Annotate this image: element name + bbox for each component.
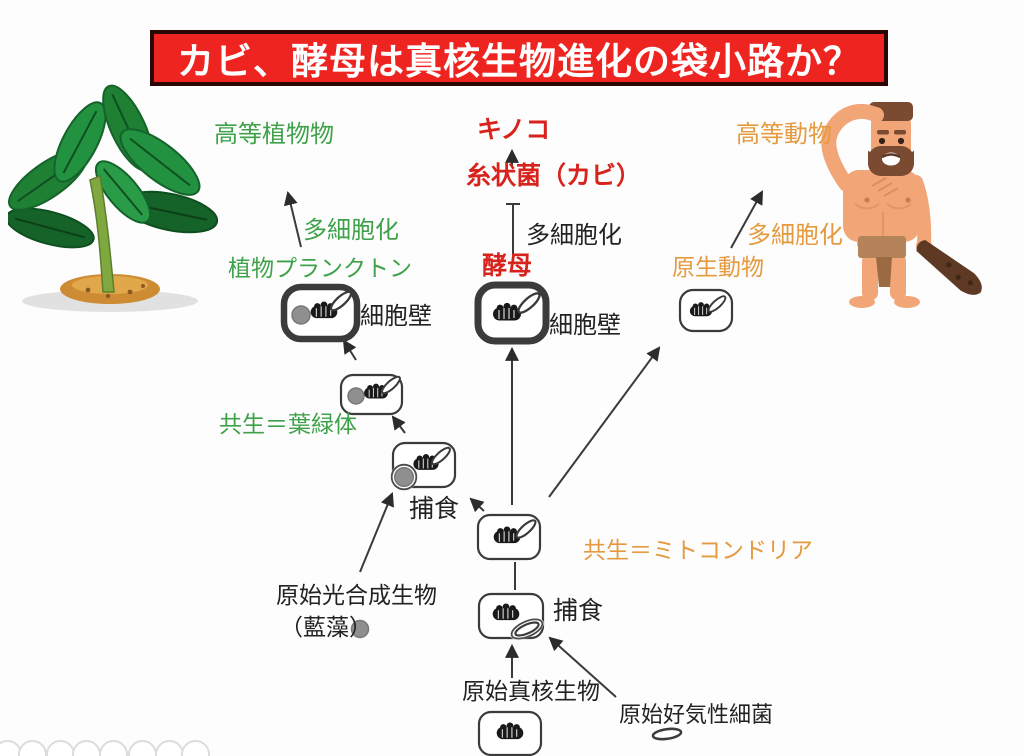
label-cyanobacteria: （藍藻） — [280, 614, 372, 640]
label-multicellularization-center: 多細胞化 — [526, 222, 622, 249]
label-predation-upper: 捕食 — [409, 495, 460, 523]
plant-leaves — [8, 84, 218, 249]
cell-engulfing-cyanobacterium — [390, 441, 457, 491]
label-phytoplankton: 植物プランクトン — [228, 255, 412, 281]
label-yeast: 酵母 — [482, 252, 533, 280]
label-mushroom: キノコ — [477, 116, 551, 144]
label-higher-animals: 高等動物 — [736, 121, 832, 148]
cyanobacterium-dot-icon — [350, 619, 370, 639]
title-banner: カビ、酵母は真核生物進化の袋小路か？ — [150, 30, 888, 86]
label-primitive-photosynthetic: 原始光合成生物 — [276, 582, 437, 608]
label-symbiosis-mitochondria: 共生＝ミトコンドリア — [583, 537, 813, 563]
cell-protozoa — [678, 288, 734, 333]
cell-with-chloroplast — [339, 373, 404, 416]
label-cell-wall-left: 細胞壁 — [360, 303, 432, 330]
label-primitive-aerobic-bacteria: 原始好気性細菌 — [619, 702, 774, 727]
label-multicellularization-left: 多細胞化 — [303, 217, 399, 244]
label-protozoa: 原生動物 — [672, 254, 764, 280]
label-symbiosis-chloroplast: 共生＝葉緑体 — [219, 411, 357, 437]
caveman-illustration — [821, 102, 982, 308]
aerobic-bacterium-icon — [514, 621, 540, 637]
label-cell-wall-center: 細胞壁 — [549, 312, 621, 339]
caveman-body — [821, 102, 982, 308]
cell-phytoplankton — [280, 283, 361, 343]
cell-yeast — [474, 281, 550, 345]
label-multicellularization-right: 多細胞化 — [747, 222, 843, 249]
label-predation-lower: 捕食 — [553, 597, 604, 625]
chloroplast-dot-icon — [347, 387, 365, 405]
evolution-arrows — [283, 148, 764, 698]
cell-primitive-eukaryote — [477, 710, 543, 756]
aerobic-bacterium-icon — [651, 725, 683, 743]
plant-illustration — [8, 84, 218, 312]
cell-engulfing-aerobic-bacterium — [477, 592, 545, 640]
page-title: カビ、酵母は真核生物進化の袋小路か？ — [177, 41, 861, 82]
label-primitive-eukaryote: 原始真核生物 — [462, 678, 600, 704]
club — [916, 240, 982, 295]
cell-eukaryote-with-mitochondria — [476, 513, 542, 561]
chloroplast-dot-icon — [291, 305, 311, 325]
label-filamentous-fungi: 糸状菌（カビ） — [466, 162, 642, 190]
label-higher-plants: 高等植物物 — [214, 121, 334, 148]
chloroplast-dot-icon — [393, 466, 415, 488]
